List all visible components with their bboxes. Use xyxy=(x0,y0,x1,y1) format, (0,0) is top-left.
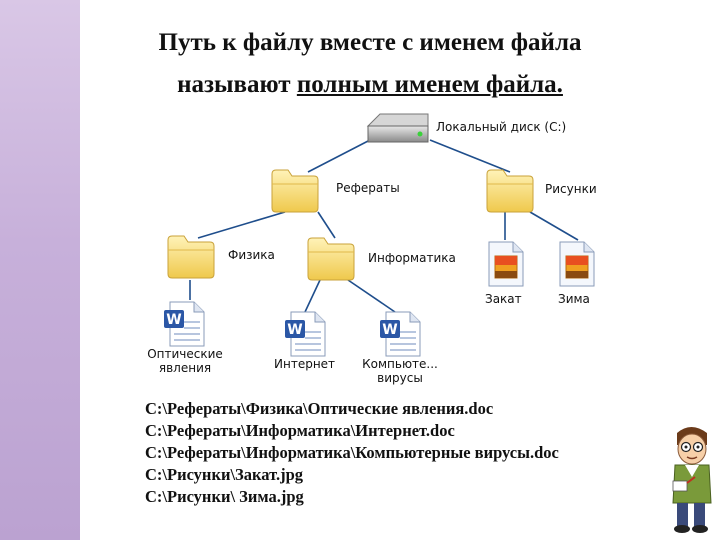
label-opticheskie-line-1: Оптические xyxy=(147,347,223,361)
label-zima: Зима xyxy=(558,292,590,306)
label-fizika: Физика xyxy=(228,248,275,262)
word-document-icon-kompyuternye xyxy=(379,311,421,357)
full-paths-list: C:\Рефераты\Физика\Оптические явления.do… xyxy=(145,398,559,508)
path-line-4: C:\Рисунки\Закат.jpg xyxy=(145,465,303,484)
label-internet: Интернет xyxy=(274,357,336,371)
word-document-icon-internet xyxy=(284,311,326,357)
label-referaty: Рефераты xyxy=(336,181,400,195)
path-line-1: C:\Рефераты\Физика\Оптические явления.do… xyxy=(145,399,494,418)
title-line-2: называют полным именем файла. xyxy=(90,64,650,106)
label-informatika: Информатика xyxy=(368,251,456,265)
label-zakat: Закат xyxy=(485,292,522,306)
label-drive: Локальный диск (C:) xyxy=(436,120,567,134)
label-opticheskie: Оптические явления xyxy=(140,347,230,375)
page-title: Путь к файлу вместе с именем файла назыв… xyxy=(90,22,650,106)
image-file-icon-zima xyxy=(559,241,595,287)
word-document-icon-opticheskie xyxy=(163,301,205,347)
image-file-icon-zakat xyxy=(488,241,524,287)
label-kompyuternye-line-2: вирусы xyxy=(377,371,423,385)
path-line-3: C:\Рефераты\Информатика\Компьютерные вир… xyxy=(145,443,559,462)
label-kompyuternye: Компьюте... вирусы xyxy=(352,357,448,385)
path-line-2: C:\Рефераты\Информатика\Интернет.doc xyxy=(145,421,455,440)
title-underlined-term: полным именем файла. xyxy=(296,71,563,98)
label-kompyuternye-line-1: Компьюте... xyxy=(362,357,438,371)
folder-icon-risunki xyxy=(486,169,534,213)
label-risunki: Рисунки xyxy=(545,182,597,196)
tree-connectors xyxy=(189,139,579,313)
cartoon-character xyxy=(672,427,712,533)
folder-icon-referaty xyxy=(271,169,319,213)
folder-icon-informatika xyxy=(307,237,355,281)
sidebar-decoration xyxy=(0,0,80,540)
label-opticheskie-line-2: явления xyxy=(158,361,212,375)
folder-icon-fizika xyxy=(167,235,215,279)
path-line-5: C:\Рисунки\ Зима.jpg xyxy=(145,487,304,506)
title-line-1: Путь к файлу вместе с именем файла xyxy=(158,29,582,56)
hard-drive-icon xyxy=(366,113,429,143)
title-line-2-prefix: называют xyxy=(177,71,297,98)
